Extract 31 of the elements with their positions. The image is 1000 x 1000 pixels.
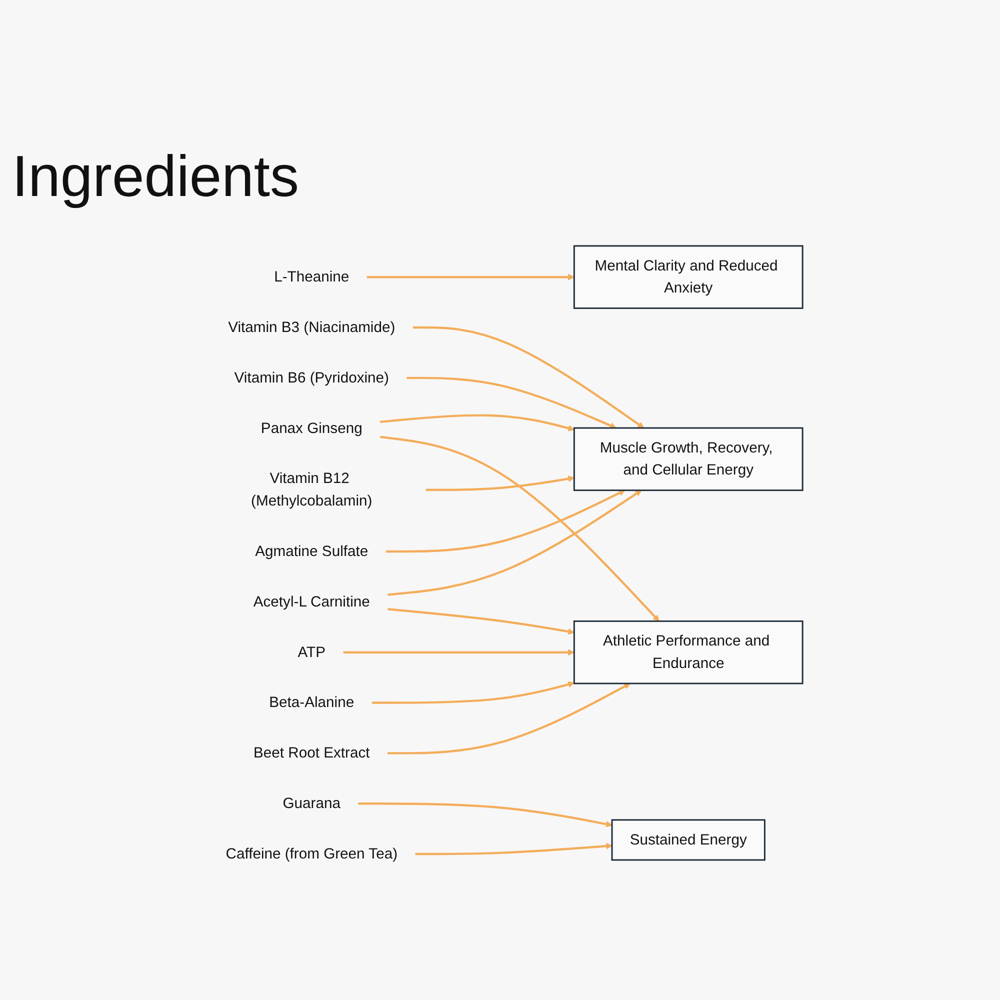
node-text: Vitamin B6 (Pyridoxine) [234,370,389,386]
node-text: Vitamin B3 (Niacinamide) [228,319,396,336]
arrow [426,476,574,492]
arrow [366,274,574,280]
node-text: Beet Root Extract [254,745,370,762]
arrow [380,436,660,622]
node-box: Mental Clarity and Reduced Anxiety [573,245,804,309]
node-box: Muscle Growth, Recovery, and Cellular Energy [573,427,804,492]
arrow [358,802,612,828]
arrow [380,414,574,432]
node-text: Panax Ginseng [260,420,362,437]
node-text: Beta-Alanine [269,694,354,711]
title: Ingredients [12,145,299,209]
arrow [372,681,574,704]
arrow [343,649,574,656]
arrow [415,842,612,856]
node-text: Vitamin B12 (Methylcobalamin) [251,470,372,510]
arrow [412,326,644,428]
node-text: ATP [298,644,326,660]
arrow [388,683,630,754]
node-box: Sustained Energy [611,819,766,861]
node-box: Athletic Performance and Endurance [573,620,804,684]
node-text: Guarana [282,795,340,812]
node-text: Acetyl-L Carnitine [253,594,370,610]
arrow [386,490,626,553]
arrow [406,376,616,429]
node-text: L-Theanine [274,268,350,286]
arrow [388,490,642,596]
node-text: Caffeine (from Green Tea) [226,846,398,862]
arrow [388,608,574,635]
node-text: Agmatine Sulfate [255,543,368,560]
